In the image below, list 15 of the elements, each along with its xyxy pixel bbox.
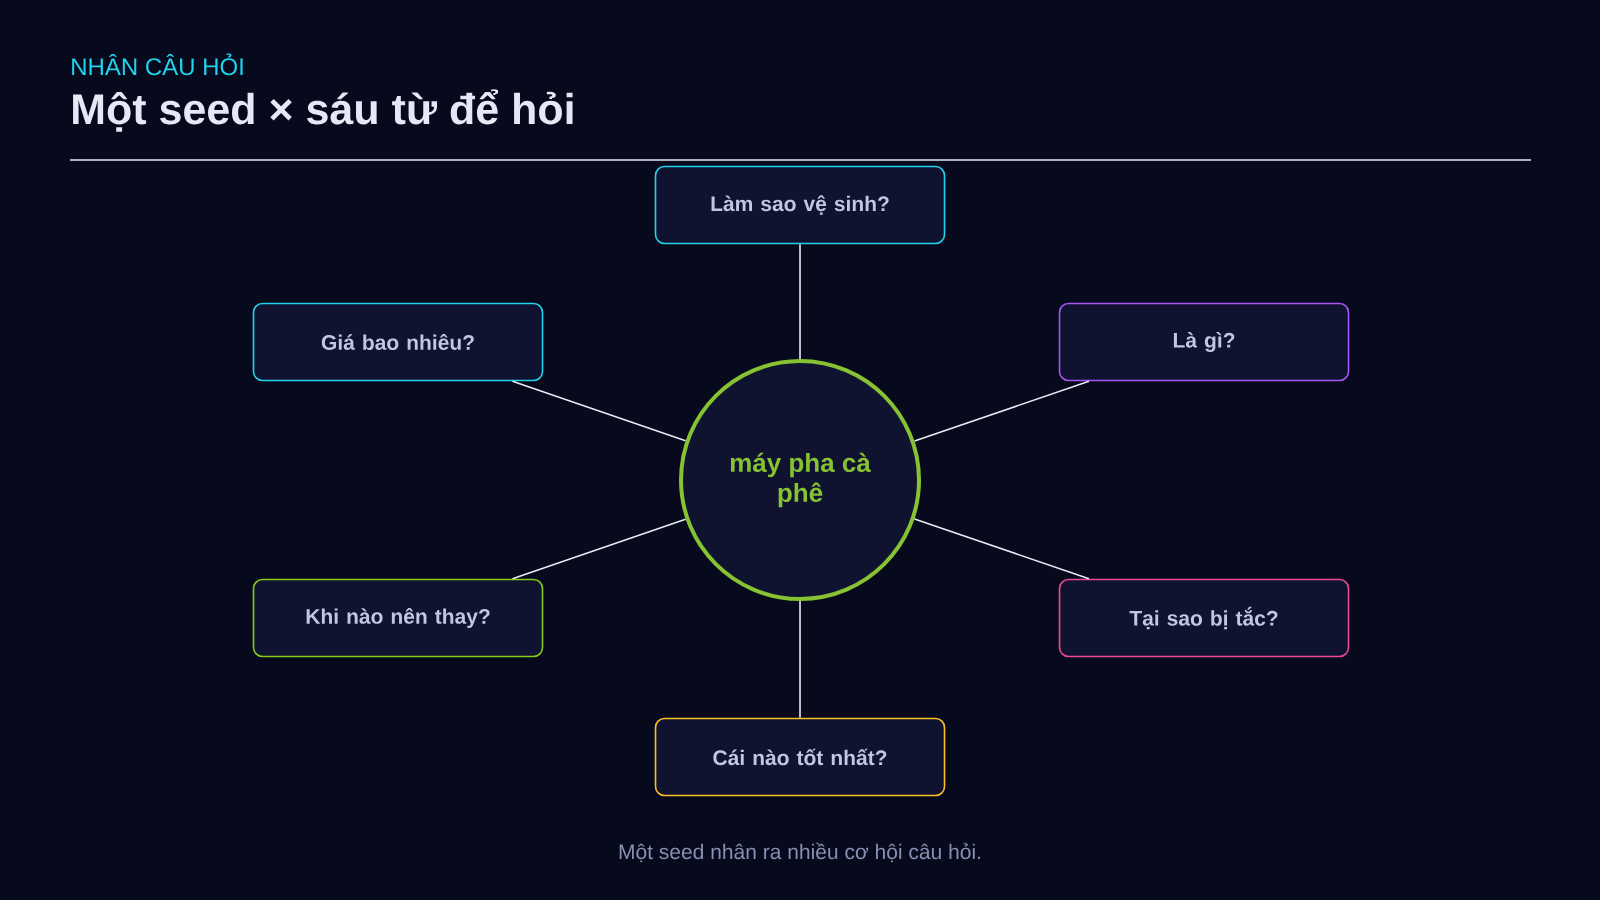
connector-line <box>799 243 801 360</box>
caption: Một seed nhân ra nhiều cơ hội câu hỏi. <box>619 842 980 863</box>
connector-line <box>511 518 687 580</box>
question-box: Cái nào tốt nhất? <box>654 717 946 797</box>
question-box: Là gì? <box>1058 302 1350 382</box>
question-box: Giá bao nhiêu? <box>252 302 544 382</box>
connector-line <box>511 380 687 442</box>
connector-line <box>913 518 1090 580</box>
connector-line <box>799 600 801 719</box>
kicker-text: NHÂN CÂU HỎI <box>72 53 243 76</box>
question-box: Tại sao bị tắc? <box>1058 578 1350 658</box>
connector-line <box>913 380 1090 442</box>
question-box: Khi nào nên thay? <box>252 578 544 658</box>
question-box: Làm sao vệ sinh? <box>654 165 946 245</box>
title: Một seed × sáu từ để hỏi <box>73 89 573 132</box>
